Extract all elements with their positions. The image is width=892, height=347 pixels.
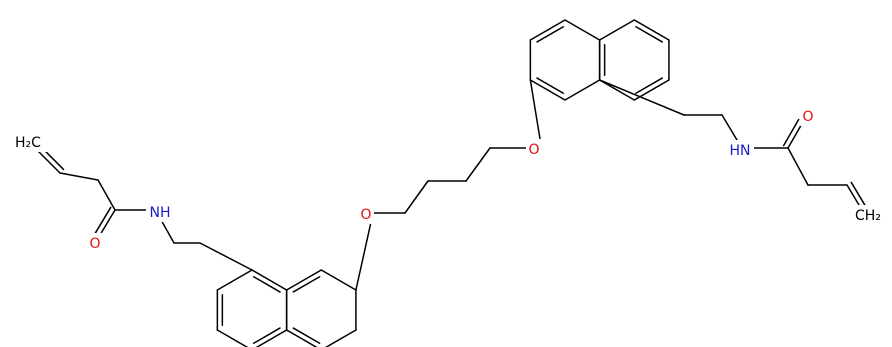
single-bond — [598, 19, 636, 41]
single-bond — [285, 329, 318, 347]
single-bond — [564, 79, 601, 101]
atom-label-hn-right: HN — [726, 140, 754, 160]
double-bond-inner — [292, 275, 321, 293]
atom-label-o-right-carbonyl: O — [800, 106, 816, 126]
double-bond-inner — [635, 77, 664, 95]
atom-label-text: H₂C — [15, 135, 41, 151]
single-bond — [199, 242, 253, 271]
single-bond — [97, 179, 116, 211]
single-bond — [529, 79, 566, 101]
single-bond — [59, 172, 99, 181]
atom-label-nh-left: NH — [146, 202, 174, 222]
atom-label-text: O — [802, 109, 813, 125]
single-bond — [36, 149, 61, 174]
single-bond — [355, 212, 374, 291]
double-bond-inner — [536, 77, 565, 95]
single-bond — [216, 329, 249, 347]
single-bond — [251, 269, 288, 291]
atom-label-ch2-right: CH₂ — [846, 205, 890, 225]
single-bond — [564, 19, 601, 41]
single-bond — [285, 269, 323, 291]
single-bond — [159, 217, 175, 244]
single-bond — [404, 180, 429, 214]
single-bond — [633, 19, 670, 41]
single-bond — [529, 19, 566, 41]
double-bond-inner — [635, 25, 664, 43]
atom-label-text: HN — [730, 143, 751, 159]
double-bond-inner — [292, 327, 321, 345]
single-bond — [465, 147, 491, 182]
atom-label-text: O — [89, 236, 100, 252]
double-bond-parallel — [91, 206, 112, 239]
single-bond — [721, 114, 738, 141]
atom-label-o-left-carbonyl: O — [87, 233, 103, 253]
double-bond-inner — [252, 327, 281, 345]
single-bond — [216, 269, 253, 291]
single-bond — [255, 329, 288, 347]
single-bond — [787, 147, 809, 186]
atom-label-text: O — [528, 142, 539, 158]
single-bond — [598, 79, 685, 116]
bond-lines — [36, 19, 868, 347]
single-bond — [598, 79, 636, 101]
double-bond-inner — [252, 275, 281, 293]
atom-label-text: CH₂ — [855, 208, 881, 224]
atom-label-text: O — [360, 207, 371, 223]
single-bond — [787, 121, 804, 149]
atom-label-o-right-ether: O — [526, 139, 542, 159]
single-bond — [529, 79, 542, 146]
double-bond-parallel — [782, 118, 800, 147]
double-bond-inner — [536, 25, 565, 43]
single-bond — [320, 269, 357, 291]
atom-label-h2c-left: H₂C — [8, 132, 48, 152]
atom-label-text: NH — [150, 205, 171, 221]
atom-labels: H₂C NH O O O HN O CH₂ — [8, 106, 890, 253]
atom-label-o-left-ether: O — [358, 204, 374, 224]
double-bond-parallel — [850, 181, 868, 209]
single-bond — [324, 329, 357, 347]
